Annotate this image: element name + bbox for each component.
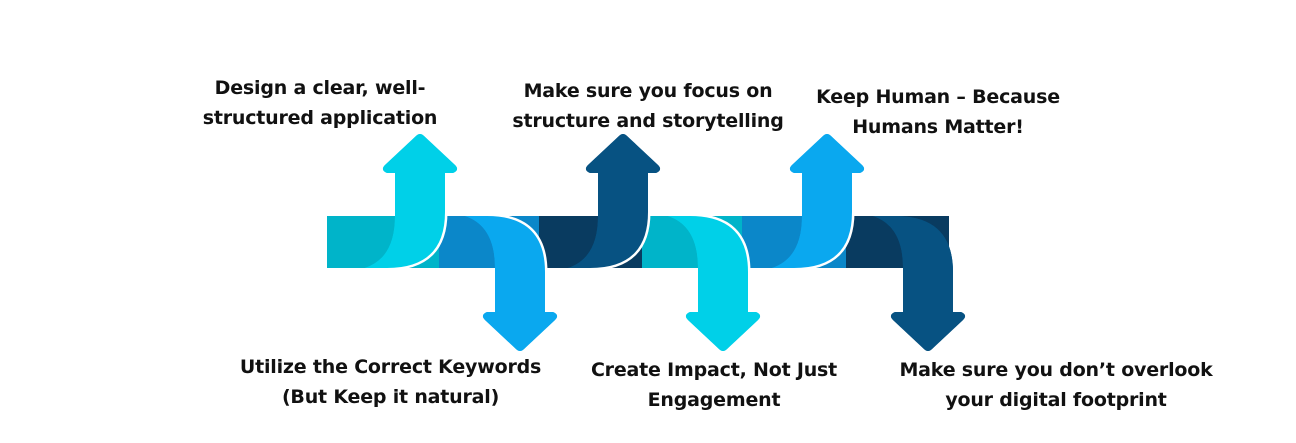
step-2-label-line-1: Utilize the Correct Keywords xyxy=(239,356,542,378)
step-4-label-line-1: Create Impact, Not Just xyxy=(590,359,838,381)
step-4-label-line-2: Engagement xyxy=(647,389,781,411)
step-6-label: Make sure you don’t overlook your digita… xyxy=(886,355,1226,415)
step-1-arrow-fill xyxy=(345,134,458,268)
step-2-label-line-2: (But Keep it natural) xyxy=(281,386,500,408)
step-1-label-line-2: structured application xyxy=(202,107,438,129)
step-3-label: Make sure you focus on structure and sto… xyxy=(508,76,788,136)
step-3-label-line-1: Make sure you focus on xyxy=(523,80,773,102)
step-3-label-line-2: structure and storytelling xyxy=(512,110,784,132)
step-1-label: Design a clear, well- structured applica… xyxy=(190,73,450,133)
step-4-label: Create Impact, Not Just Engagement xyxy=(574,355,854,415)
step-5-label: Keep Human – Because Humans Matter! xyxy=(798,82,1078,142)
step-5-label-line-1: Keep Human – Because xyxy=(816,86,1060,108)
step-6-label-line-2: your digital footprint xyxy=(945,389,1167,411)
step-3-arrow-fill xyxy=(548,134,661,268)
step-2-label: Utilize the Correct Keywords (But Keep i… xyxy=(228,352,553,412)
step-5-label-line-2: Humans Matter! xyxy=(852,116,1024,138)
step-6-arrow-fill xyxy=(853,216,966,351)
step-4-arrow-fill xyxy=(648,216,761,351)
step-2-arrow-fill xyxy=(445,216,558,351)
step-6-label-line-1: Make sure you don’t overlook xyxy=(899,359,1213,381)
step-5-arrow-fill xyxy=(752,134,865,268)
step-1-label-line-1: Design a clear, well- xyxy=(214,77,426,99)
